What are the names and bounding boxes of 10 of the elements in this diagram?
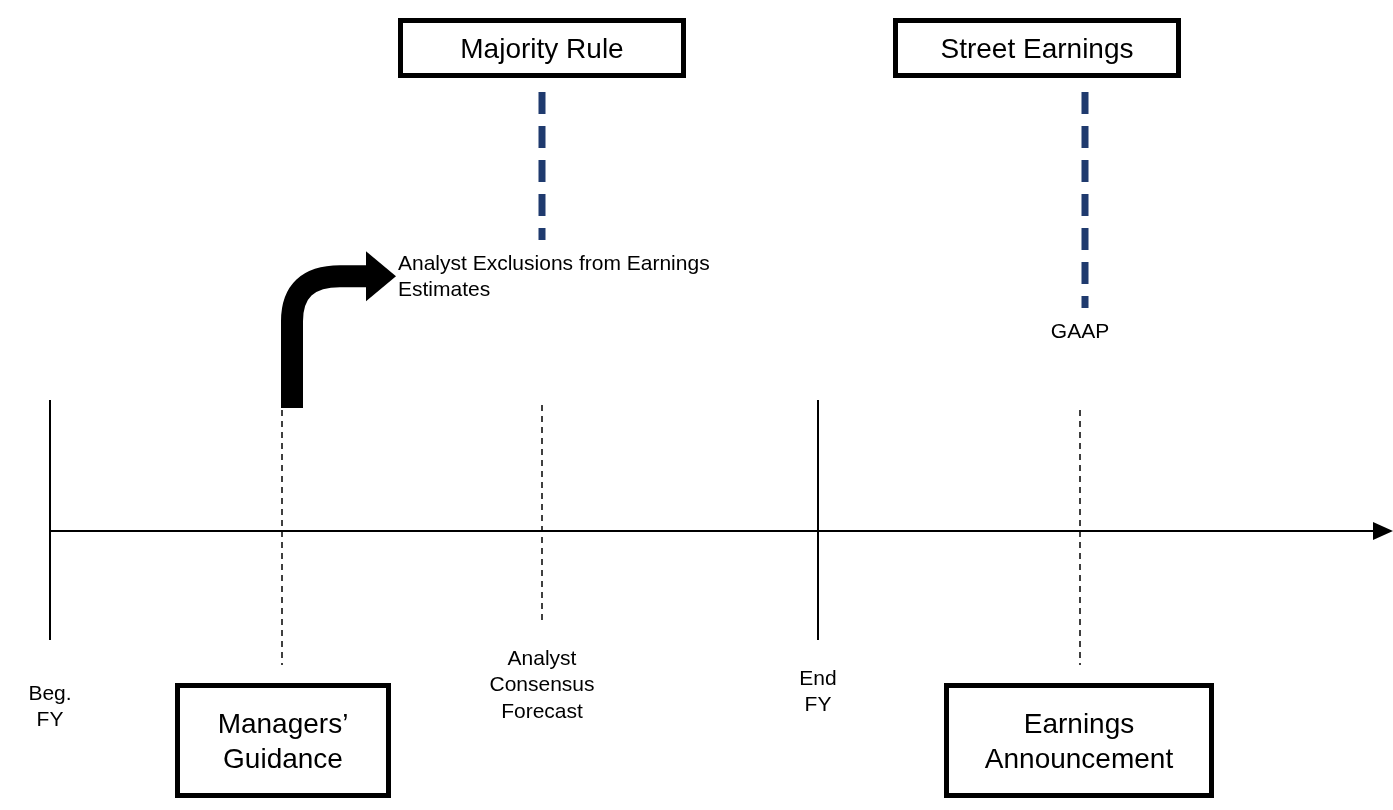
timeline-label: Beg. FY	[27, 680, 73, 733]
title-box: Majority Rule	[398, 18, 686, 78]
timeline-label: Analyst Consensus Forecast	[488, 645, 596, 724]
title-box: Street Earnings	[893, 18, 1181, 78]
curved-arrow	[281, 251, 396, 408]
event-box: Earnings Announcement	[944, 683, 1214, 798]
event-box: Managers’ Guidance	[175, 683, 391, 798]
annotation-text: Analyst Exclusions from Earnings Estimates	[398, 250, 758, 303]
timeline-label: End FY	[798, 665, 838, 718]
annotation-text: GAAP	[1040, 318, 1120, 345]
